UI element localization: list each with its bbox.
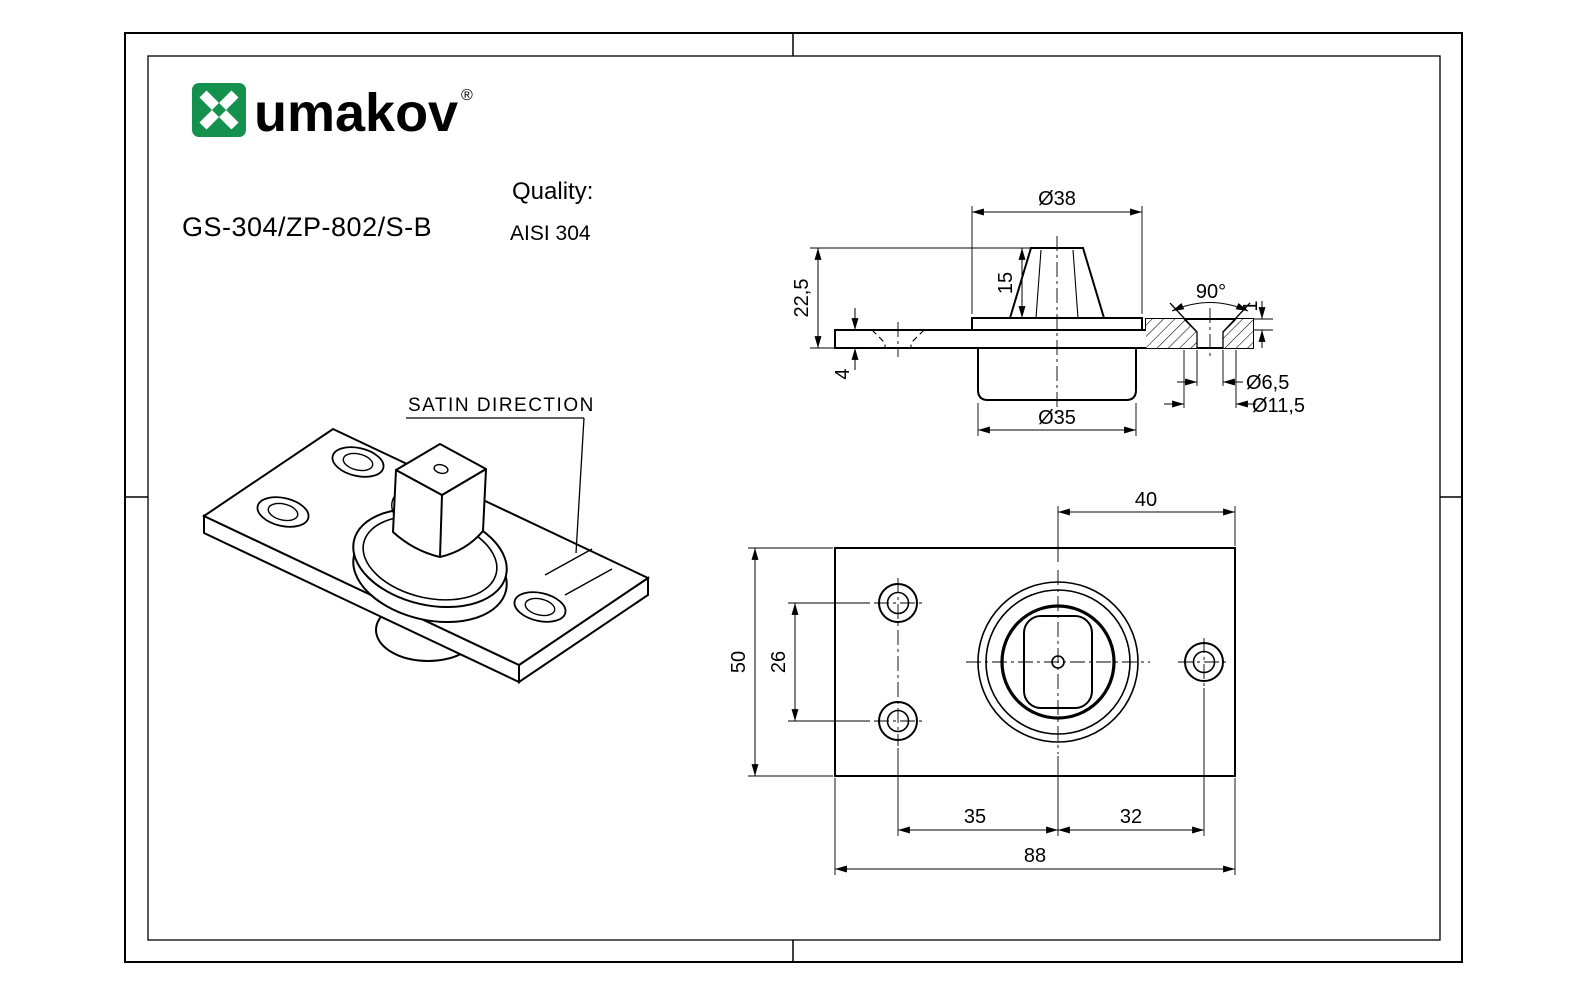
iso-hole-right [513, 591, 567, 623]
umakov-logo: umakov ® [192, 83, 473, 143]
dim-width-88: 88 [1024, 845, 1046, 867]
dim-lip-1: 1 [1240, 300, 1262, 311]
umakov-logo-icon [192, 83, 246, 137]
brand-name: umakov [254, 83, 458, 143]
drawing-frame [124, 32, 1463, 963]
title-block: GS-304/ZP-802/S-B Quality: AISI 304 [182, 178, 593, 245]
dim-height-15: 15 [995, 272, 1017, 294]
section-dimensions: Ø38 22,5 15 4 90° 1 [791, 188, 1305, 436]
quality-value: AISI 304 [510, 222, 591, 245]
iso-pivot-boss [392, 443, 487, 558]
dim-diameter-35: Ø35 [1038, 407, 1076, 429]
dim-diameter-11-5: Ø11,5 [1252, 395, 1305, 417]
top-dimensions: 40 50 26 35 32 88 [728, 489, 1236, 875]
top-geometry [834, 547, 1236, 777]
dim-diameter-38: Ø38 [1038, 188, 1076, 210]
satin-direction-label: SATIN DIRECTION [408, 395, 595, 416]
dim-height-50: 50 [728, 651, 750, 673]
dim-thickness-4: 4 [832, 368, 854, 379]
iso-hole-top-left [331, 446, 385, 478]
section-hidden-hole [871, 329, 925, 348]
section-hatch-right [1223, 319, 1253, 348]
top-view: 40 50 26 35 32 88 [728, 489, 1236, 875]
isometric-view: SATIN DIRECTION [201, 395, 651, 684]
dim-width-32: 32 [1120, 806, 1142, 828]
dim-width-40: 40 [1135, 489, 1157, 511]
dim-height-22-5: 22,5 [791, 279, 813, 318]
iso-satin-marks [544, 548, 613, 596]
iso-boss-top-hole [433, 463, 449, 475]
iso-hole-left [256, 496, 310, 528]
satin-direction-callout: SATIN DIRECTION [406, 395, 595, 554]
dim-width-35: 35 [964, 806, 986, 828]
section-hatch-left [1146, 319, 1197, 348]
dim-angle-90: 90° [1196, 281, 1226, 303]
section-view: Ø38 22,5 15 4 90° 1 [791, 188, 1305, 436]
part-number: GS-304/ZP-802/S-B [182, 212, 432, 242]
quality-label: Quality: [512, 178, 593, 205]
dim-height-26: 26 [768, 651, 790, 673]
dim-diameter-6-5: Ø6,5 [1246, 372, 1289, 394]
registered-trademark: ® [461, 87, 473, 104]
